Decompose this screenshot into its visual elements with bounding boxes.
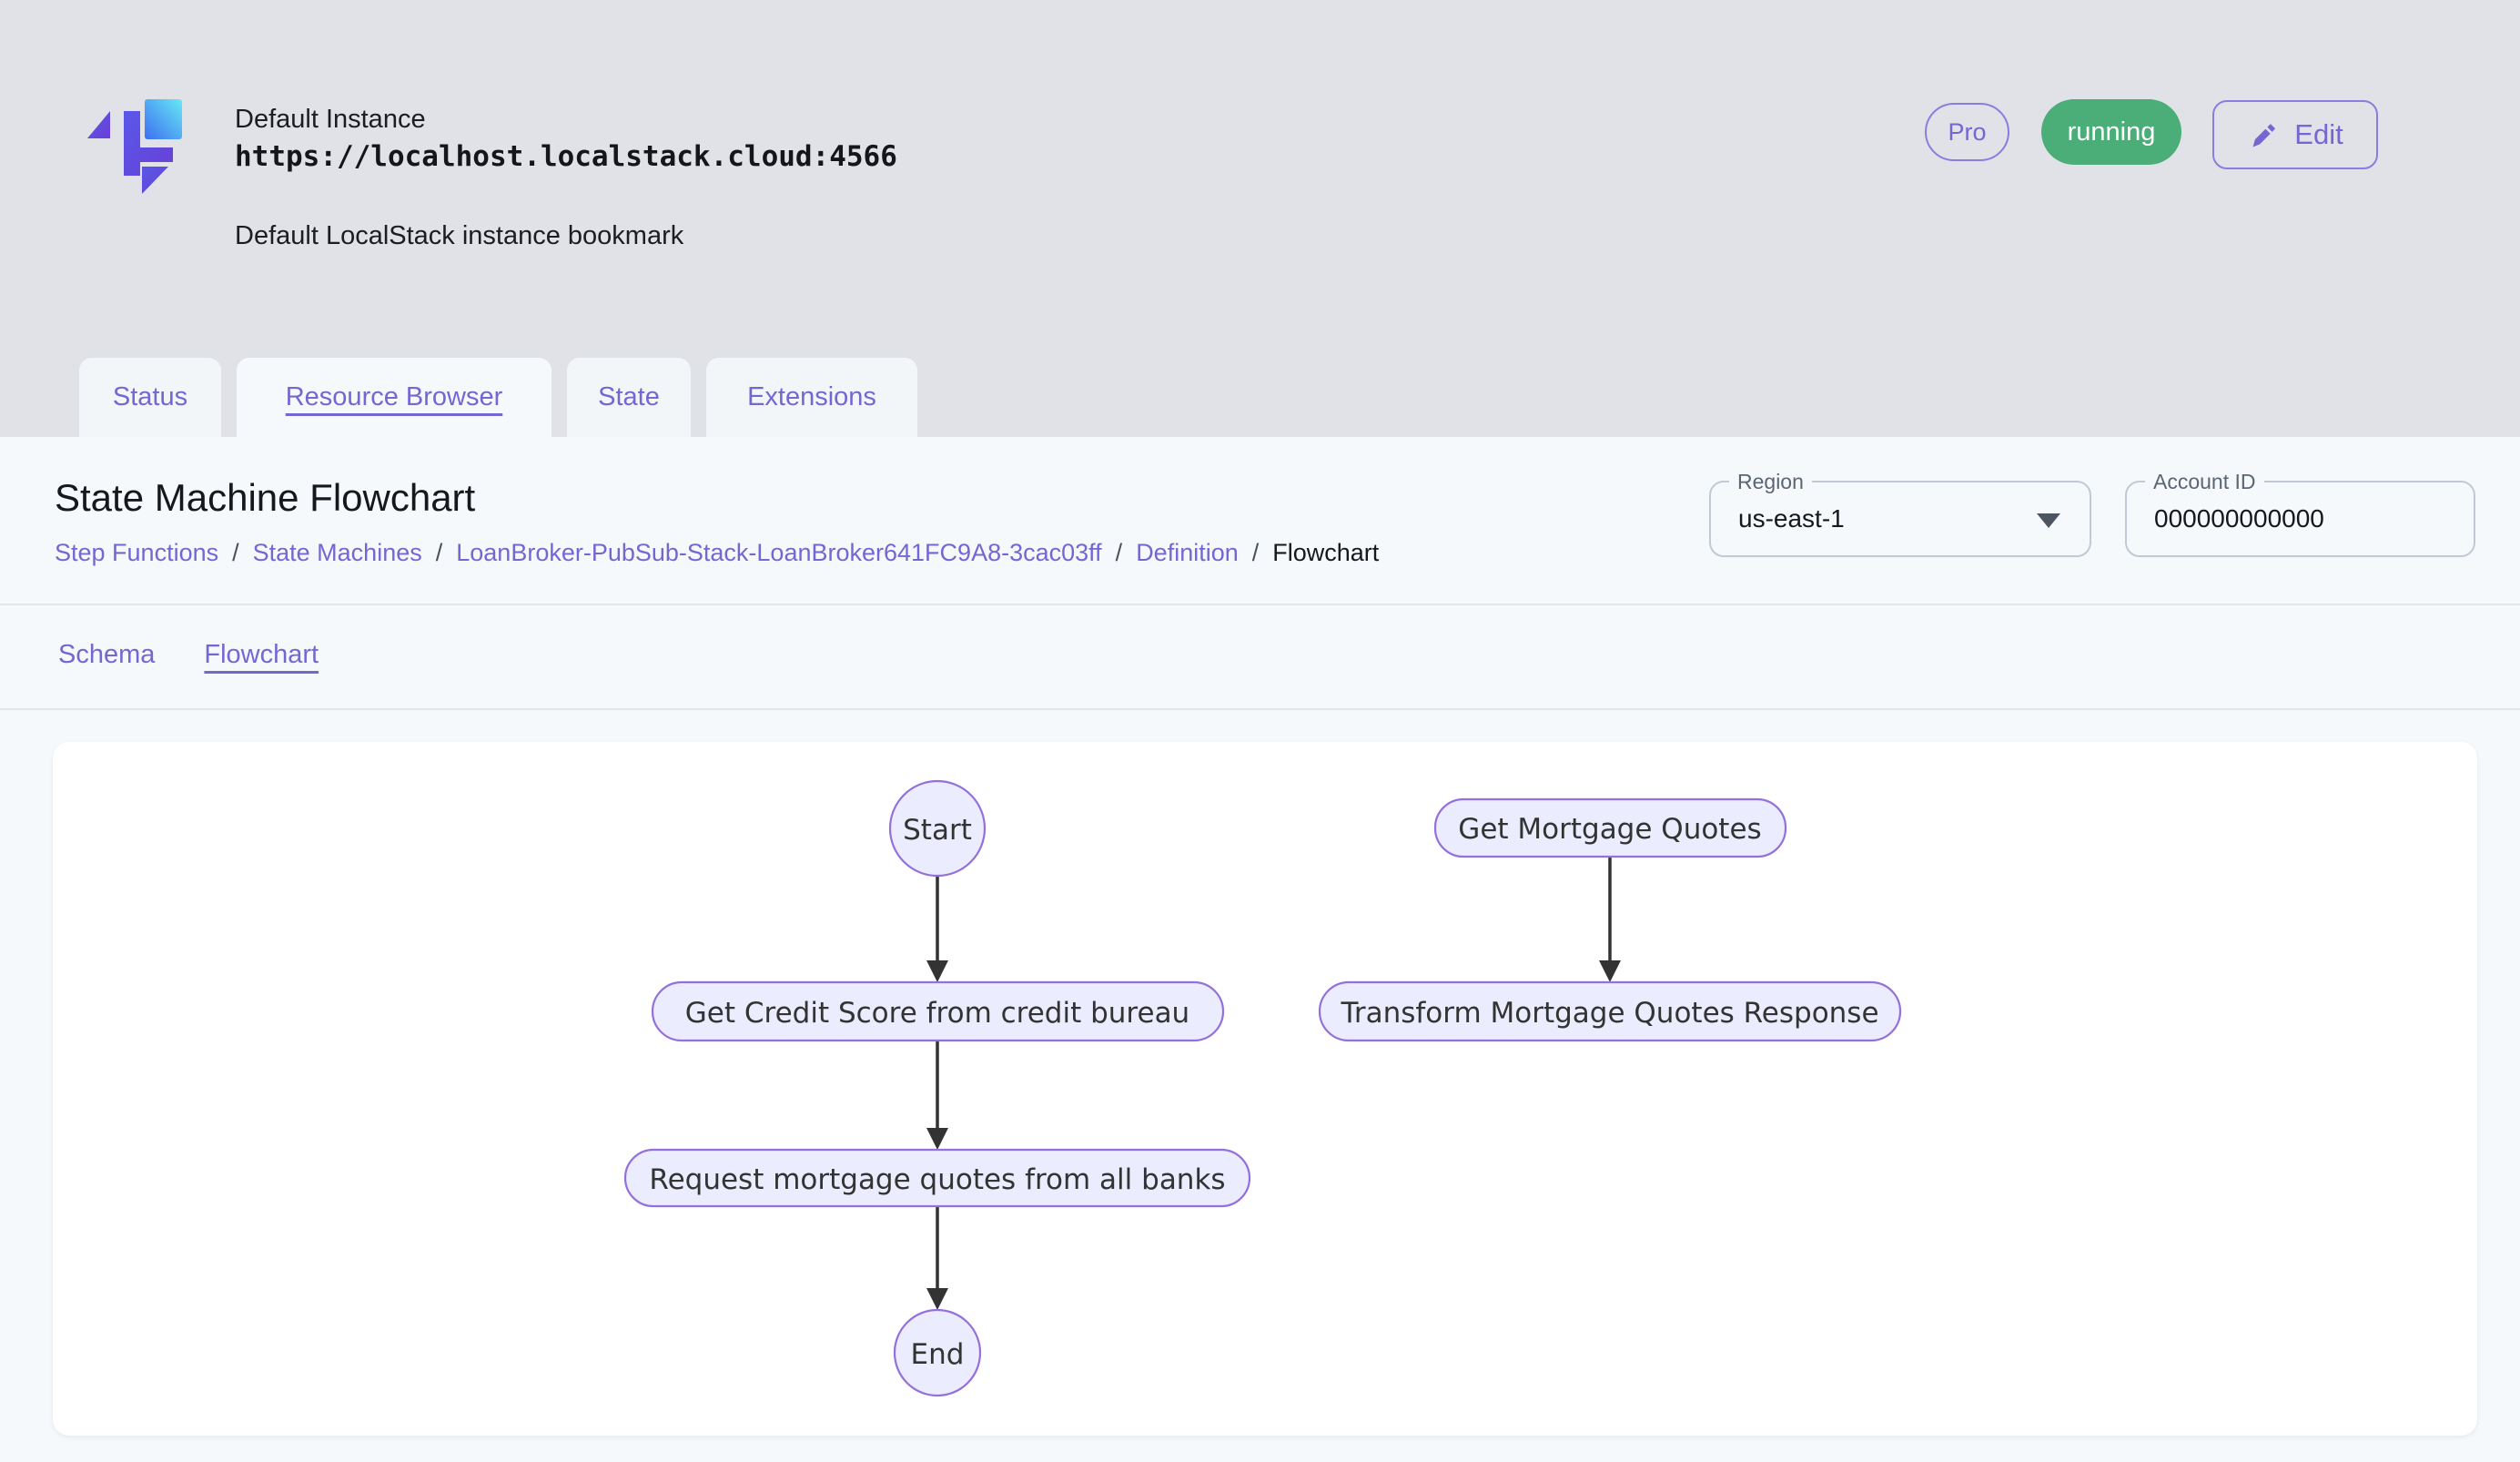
edit-button[interactable]: Edit: [2212, 100, 2378, 169]
pencil-icon: [2252, 124, 2276, 147]
definition-subtabs: Schema Flowchart: [58, 640, 319, 670]
flow-node-request-quotes: Request mortgage quotes from all banks: [623, 1148, 1251, 1208]
region-select-label: Region: [1729, 470, 1812, 493]
svg-text:Get Mortgage Quotes: Get Mortgage Quotes: [1458, 813, 1761, 846]
account-id-label: Account ID: [2145, 470, 2264, 493]
tab-state[interactable]: State: [567, 358, 691, 437]
flow-node-transform-response: Transform Mortgage Quotes Response: [1318, 980, 1902, 1042]
tab-status[interactable]: Status: [79, 358, 221, 437]
svg-text:Start: Start: [903, 814, 972, 847]
breadcrumb-state-machine-id[interactable]: LoanBroker-PubSub-Stack-LoanBroker641FC9…: [456, 539, 1102, 566]
tab-resource-browser[interactable]: Resource Browser: [237, 358, 552, 437]
svg-text:End: End: [911, 1338, 965, 1371]
breadcrumb-current: Flowchart: [1272, 539, 1380, 566]
state-machine-flowchart-diagram: Start Get Credit Score from credit burea…: [623, 779, 1902, 1397]
flow-node-start: Start: [888, 779, 987, 878]
instance-description: Default LocalStack instance bookmark: [235, 221, 684, 250]
tab-state-label: State: [598, 382, 660, 411]
flow-edge-request-to-end: [926, 1206, 948, 1310]
divider: [0, 604, 2520, 605]
subtab-schema[interactable]: Schema: [58, 640, 156, 669]
region-select-value: us-east-1: [1738, 504, 1845, 533]
flow-node-get-mortgage-quotes: Get Mortgage Quotes: [1433, 797, 1787, 858]
instance-name: Default Instance: [235, 105, 426, 134]
svg-text:Get Credit Score from credit b: Get Credit Score from credit bureau: [685, 997, 1189, 1030]
flow-edge-quotes-to-transform: [1599, 857, 1621, 982]
region-select[interactable]: Region us-east-1: [1709, 470, 2091, 557]
subtab-flowchart[interactable]: Flowchart: [204, 640, 319, 669]
status-badge: running: [2041, 99, 2181, 165]
divider: [0, 708, 2520, 710]
flow-node-end: End: [893, 1308, 982, 1397]
account-id-input[interactable]: [2127, 482, 2474, 555]
localstack-logo: [87, 99, 182, 194]
tab-status-label: Status: [112, 382, 188, 411]
tab-extensions[interactable]: Extensions: [706, 358, 917, 437]
breadcrumb-state-machines[interactable]: State Machines: [252, 539, 422, 566]
flowchart-card: Start Get Credit Score from credit burea…: [53, 742, 2477, 1436]
breadcrumb-separator: /: [1251, 539, 1260, 566]
main-tabs: Status Resource Browser State Extensions: [79, 358, 917, 437]
tab-extensions-label: Extensions: [747, 382, 876, 411]
breadcrumb-separator: /: [435, 539, 443, 566]
edit-button-label: Edit: [2294, 118, 2343, 150]
flow-node-get-credit-score: Get Credit Score from credit bureau: [651, 980, 1225, 1042]
breadcrumb-separator: /: [1115, 539, 1123, 566]
account-id-field: Account ID: [2125, 470, 2475, 557]
flow-edge-credit-to-request: [926, 1041, 948, 1150]
svg-text:Request mortgage quotes from a: Request mortgage quotes from all banks: [649, 1163, 1225, 1196]
instance-url: https://localhost.localstack.cloud:4566: [235, 140, 897, 173]
pro-badge: Pro: [1925, 103, 2009, 161]
tab-resource-browser-label: Resource Browser: [285, 382, 503, 411]
chevron-down-icon: [2037, 513, 2060, 528]
breadcrumb: Step Functions / State Machines / LoanBr…: [55, 539, 1379, 567]
flow-edge-start-to-credit: [926, 876, 948, 982]
breadcrumb-separator: /: [232, 539, 239, 566]
page-title: State Machine Flowchart: [55, 476, 476, 519]
svg-text:Transform Mortgage Quotes Resp: Transform Mortgage Quotes Response: [1340, 997, 1878, 1030]
breadcrumb-definition[interactable]: Definition: [1136, 539, 1239, 566]
breadcrumb-step-functions[interactable]: Step Functions: [55, 539, 219, 566]
